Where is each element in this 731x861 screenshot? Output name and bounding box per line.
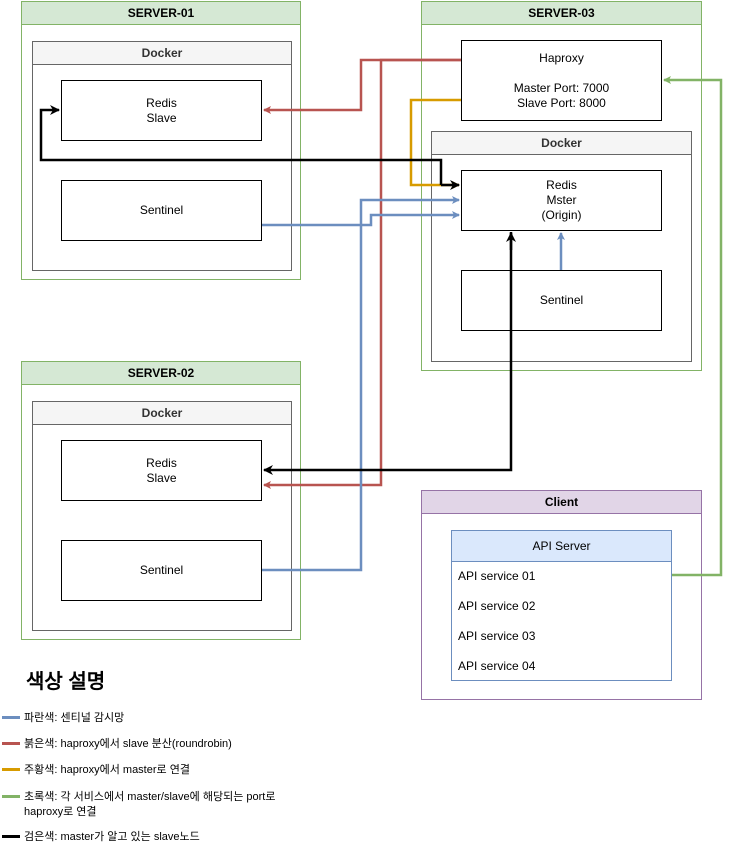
black-line-to-server02-slave bbox=[263, 232, 513, 475]
legend-item-red: 붉은색: haproxy에서 slave 분산(roundrobin) bbox=[24, 738, 232, 750]
redis-label: Redis bbox=[146, 95, 177, 110]
api-server-title: API Server bbox=[452, 531, 671, 562]
server-02-redis-slave: Redis Slave bbox=[61, 440, 262, 501]
api-service-item: API service 02 bbox=[458, 599, 536, 613]
sentinel-label: Sentinel bbox=[539, 293, 584, 307]
legend-swatch-black bbox=[2, 835, 20, 838]
blue-line-server01-sentinel bbox=[262, 211, 460, 227]
api-service-item: API service 04 bbox=[458, 659, 536, 673]
green-line-api-to-haproxy bbox=[663, 76, 723, 577]
haproxy-label: Haproxy bbox=[539, 50, 584, 65]
client-title: Client bbox=[422, 491, 701, 514]
black-line-to-server01-slave bbox=[39, 105, 443, 185]
master-port-label: Master Port: 7000 bbox=[513, 80, 610, 95]
redis-label: Redis bbox=[546, 178, 577, 192]
server-01-sentinel: Sentinel bbox=[61, 180, 262, 241]
server-01-docker-title: Docker bbox=[33, 42, 291, 65]
redis-role-label: Mster bbox=[546, 193, 577, 207]
redis-role-label: Slave bbox=[146, 110, 177, 125]
haproxy-box: Haproxy Master Port: 7000 Slave Port: 80… bbox=[461, 40, 662, 121]
legend-swatch-orange bbox=[2, 768, 20, 771]
legend-item-blue: 파란색: 센티널 감시망 bbox=[24, 712, 125, 724]
orange-line-to-master bbox=[409, 98, 461, 189]
red-line-to-server01-slave bbox=[263, 58, 461, 114]
redis-origin-label: (Origin) bbox=[541, 208, 582, 222]
legend-item-black: 검은색: master가 알고 있는 slave노드 bbox=[24, 831, 200, 843]
server-02-docker-title: Docker bbox=[33, 402, 291, 425]
server-03-sentinel: Sentinel bbox=[461, 270, 662, 331]
api-service-item: API service 03 bbox=[458, 629, 536, 643]
red-line-to-server02-slave bbox=[263, 58, 461, 489]
server-02-sentinel: Sentinel bbox=[61, 540, 262, 601]
server-03-redis-master: Redis Mster (Origin) bbox=[461, 170, 662, 231]
sentinel-label: Sentinel bbox=[139, 203, 184, 217]
redis-label: Redis bbox=[146, 455, 177, 470]
legend-title: 색상 설명 bbox=[26, 671, 106, 693]
legend-item-orange: 주황색: haproxy에서 master로 연결 bbox=[24, 764, 190, 776]
server-03-docker-title: Docker bbox=[432, 132, 691, 155]
server-01-redis-slave: Redis Slave bbox=[61, 80, 262, 141]
redis-role-label: Slave bbox=[146, 470, 177, 485]
api-server-box: API Server API service 01 API service 02… bbox=[451, 530, 672, 681]
server-02-title: SERVER-02 bbox=[22, 362, 300, 385]
server-01-title: SERVER-01 bbox=[22, 2, 300, 25]
legend-item-green: 초록색: 각 서비스에서 master/slave에 해당되는 port로 bbox=[24, 791, 276, 803]
slave-port-label: Slave Port: 8000 bbox=[517, 95, 606, 110]
sentinel-label: Sentinel bbox=[139, 563, 184, 577]
blue-line-server02-sentinel bbox=[262, 196, 460, 572]
server-03-title: SERVER-03 bbox=[422, 2, 701, 25]
legend-item-green-line2: haproxy로 연결 bbox=[24, 806, 97, 818]
api-service-item: API service 01 bbox=[458, 569, 536, 583]
legend-swatch-red bbox=[2, 742, 20, 745]
legend-swatch-green bbox=[2, 795, 20, 798]
legend-swatch-blue bbox=[2, 716, 20, 719]
